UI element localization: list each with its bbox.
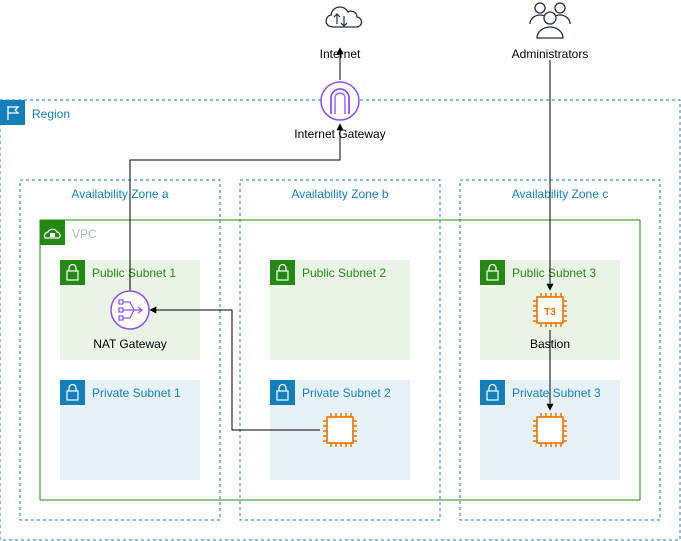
region-group: Region <box>0 99 681 541</box>
private-subnet-1-label: Private Subnet 1 <box>92 386 181 400</box>
availability-zone-b: Availability Zone b <box>239 179 441 521</box>
region-label: Region <box>32 107 70 121</box>
private-subnet-lock-icon <box>60 380 85 405</box>
users-icon <box>529 2 571 39</box>
public-subnet-lock-icon <box>60 260 85 285</box>
public-subnet-1-label: Public Subnet 1 <box>92 266 176 280</box>
administrators-label: Administrators <box>512 47 589 61</box>
zone-c-label: Availability Zone c <box>512 187 609 201</box>
private-instance-to-nat-connector <box>149 306 320 431</box>
nat-gateway-label: NAT Gateway <box>93 337 167 351</box>
nat-to-igw-connector <box>129 123 344 295</box>
ec2-instance-icon <box>533 413 567 447</box>
ec2-instance-icon <box>323 413 357 447</box>
private-subnet-2-label: Private Subnet 2 <box>302 386 391 400</box>
private-instance-3 <box>533 413 567 447</box>
public-subnet-2-label: Public Subnet 2 <box>302 266 386 280</box>
private-instance-2 <box>323 413 357 447</box>
private-subnet-3-label: Private Subnet 3 <box>512 386 601 400</box>
ec2-t3-instance-icon: T3 <box>533 293 567 327</box>
public-subnet-3-label: Public Subnet 3 <box>512 266 596 280</box>
vpc-label: VPC <box>72 227 97 241</box>
connectors <box>129 47 554 431</box>
public-subnet-lock-icon <box>480 260 505 285</box>
zone-b-label: Availability Zone b <box>291 187 388 201</box>
internet-label: Internet <box>320 47 361 61</box>
zone-a-label: Availability Zone a <box>71 187 168 201</box>
internet-gateway-label: Internet Gateway <box>294 127 385 141</box>
private-subnet-lock-icon <box>270 380 295 405</box>
vpc-cloud-lock-icon <box>40 220 65 245</box>
nat-gateway-node: NAT Gateway <box>93 290 167 351</box>
internet-gateway-icon <box>320 81 360 121</box>
bastion-label: Bastion <box>530 337 570 351</box>
administrators-node: Administrators <box>512 2 589 61</box>
nat-gateway-icon <box>110 290 150 330</box>
internet-node: Internet <box>320 6 363 61</box>
vpc-group: VPC <box>39 219 641 501</box>
public-subnet-2: Public Subnet 2 <box>270 260 410 360</box>
bastion-chip-text: T3 <box>544 307 556 318</box>
availability-zone-c: Availability Zone c <box>459 179 661 521</box>
private-subnet-1: Private Subnet 1 <box>60 380 200 480</box>
private-subnet-lock-icon <box>480 380 505 405</box>
bastion-node: T3 Bastion <box>530 293 570 351</box>
internet-cloud-icon <box>325 6 363 28</box>
public-subnet-lock-icon <box>270 260 295 285</box>
internet-gateway-node: Internet Gateway <box>294 81 386 141</box>
availability-zone-a: Availability Zone a <box>19 179 221 521</box>
